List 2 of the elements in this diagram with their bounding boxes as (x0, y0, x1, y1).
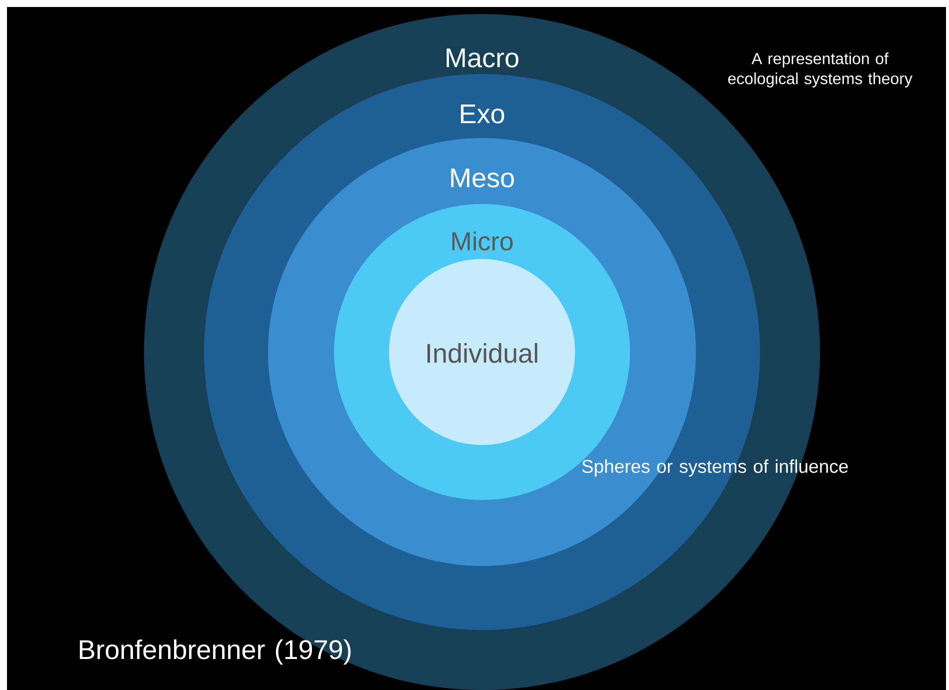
citation-text: Bronfenbrenner (1979) (80, 639, 351, 665)
label-text: A representation of ecological systems theory (728, 52, 912, 88)
